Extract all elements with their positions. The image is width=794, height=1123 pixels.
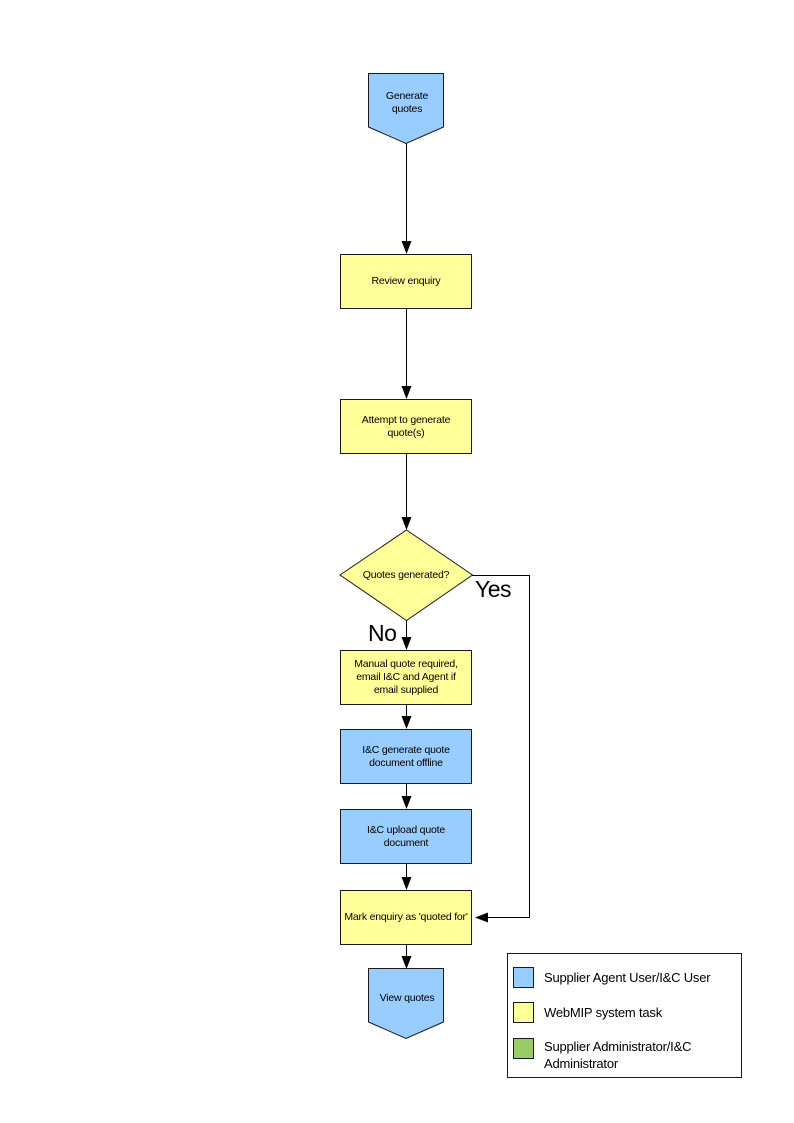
branch-label-yes: Yes: [475, 576, 512, 602]
branch-label-no: No: [368, 620, 397, 646]
end-node-shape: [368, 968, 444, 1040]
legend: Supplier Agent User/I&C User WebMIP syst…: [507, 953, 742, 1078]
decision-node-shape: [339, 529, 474, 622]
legend-item-user: Supplier Agent User/I&C User: [513, 967, 729, 988]
node-generate-offline-label: I&C generate quote document offline: [362, 743, 450, 769]
end-node-label: View quotes: [379, 991, 435, 1004]
legend-label-admin: Supplier Administrator/I&C Administrator: [544, 1039, 692, 1071]
start-node-label: Generate quotes: [385, 90, 429, 115]
node-manual-quote: Manual quote required, email I&C and Age…: [340, 650, 472, 705]
edge-decision-mark-yes: [472, 575, 530, 923]
node-attempt-generate-label: Attempt to generate quote(s): [361, 413, 451, 439]
legend-swatch-yellow: [513, 1002, 534, 1023]
node-upload-quote-label: I&C upload quote document: [367, 823, 445, 849]
legend-swatch-green: [513, 1038, 534, 1059]
node-mark-enquiry: Mark enquiry as 'quoted for': [340, 890, 472, 945]
node-generate-offline: I&C generate quote document offline: [340, 729, 472, 784]
node-mark-enquiry-label: Mark enquiry as 'quoted for': [344, 911, 468, 923]
legend-label-system: WebMIP system task: [544, 1005, 663, 1020]
node-manual-quote-label: Manual quote required, email I&C and Age…: [354, 658, 458, 696]
decision-node-label: Quotes generated?: [362, 568, 450, 581]
node-upload-quote: I&C upload quote document: [340, 809, 472, 864]
legend-item-admin: Supplier Administrator/I&C Administrator: [513, 1038, 729, 1072]
legend-swatch-blue: [513, 967, 534, 988]
legend-item-system: WebMIP system task: [513, 1002, 729, 1023]
node-attempt-generate: Attempt to generate quote(s): [340, 399, 472, 454]
start-node-shape: [368, 73, 444, 145]
node-review-enquiry-label: Review enquiry: [371, 275, 441, 287]
legend-label-user: Supplier Agent User/I&C User: [544, 970, 711, 985]
node-review-enquiry: Review enquiry: [340, 254, 472, 309]
